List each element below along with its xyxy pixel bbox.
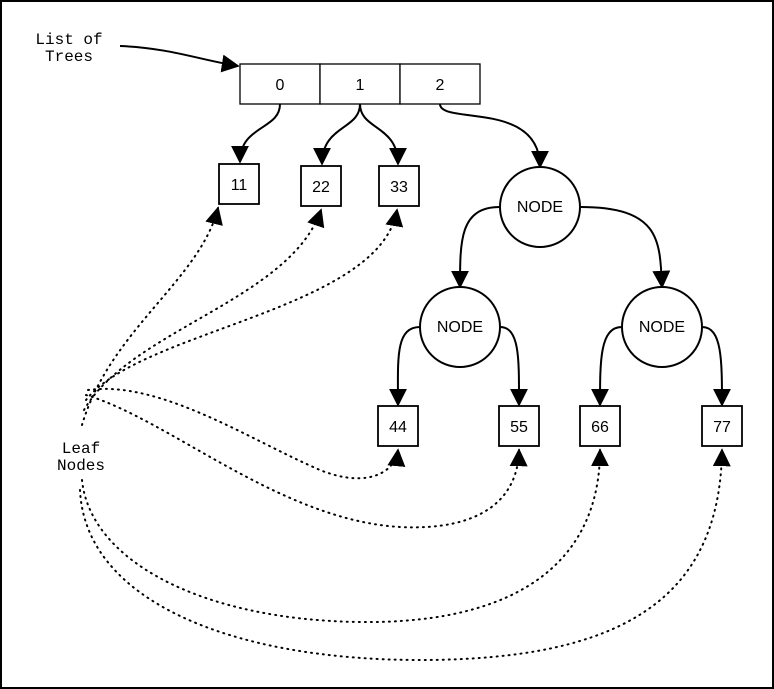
leaf-value-22: 22: [312, 179, 330, 196]
label-arrow: [119, 45, 240, 73]
list-of-trees-label-line1: List of: [35, 31, 102, 49]
node-left: [419, 286, 501, 368]
leaf-value-11: 11: [231, 177, 248, 194]
leaf-value-55: 55: [510, 419, 528, 436]
dotted-pointer-44: [87, 387, 406, 480]
leaf-box-44: [377, 405, 419, 447]
edge-cell1-leaf33: [359, 103, 407, 166]
node-right-label: NODE: [639, 319, 685, 336]
dotted-pointer-22: [83, 208, 325, 411]
leaf-box-33: [378, 165, 420, 207]
edge-left-44: [388, 326, 421, 407]
tree-array: 0 1 2: [239, 63, 481, 105]
dotted-pointer-11: [81, 206, 223, 426]
leaf-value-66: 66: [591, 419, 609, 436]
leaf-box-77: [701, 405, 743, 447]
leaf-value-44: 44: [389, 419, 407, 436]
edge-left-55: [499, 326, 529, 407]
array-index-2: 2: [436, 77, 445, 94]
leaf-value-33: 33: [390, 179, 408, 196]
dotted-pointer-33: [85, 208, 404, 401]
leaf-nodes-label-line2: Nodes: [57, 457, 105, 475]
array-index-0: 0: [276, 77, 285, 94]
edge-right-77: [701, 326, 731, 407]
edge-root-right: [579, 206, 671, 289]
leaf-box-55: [498, 405, 540, 447]
edge-cell1-leaf22: [313, 103, 361, 166]
array-cell-2: [399, 63, 481, 105]
dotted-pointer-77: [79, 448, 731, 662]
leaf-value-77: 77: [713, 419, 731, 436]
edge-root-left: [451, 206, 501, 289]
leaf-nodes-label-line1: Leaf: [62, 440, 100, 458]
leaf-box-11: [218, 163, 260, 205]
leaf-box-66: [579, 405, 621, 447]
node-root: [499, 166, 581, 248]
edge-right-66: [591, 326, 623, 407]
dotted-pointer-66: [81, 448, 609, 624]
node-left-label: NODE: [437, 319, 483, 336]
node-root-label: NODE: [517, 199, 563, 216]
list-of-trees-label-line2: Trees: [45, 48, 93, 66]
leaf-box-22: [300, 165, 342, 207]
edge-cell0-leaf11: [231, 103, 281, 164]
array-index-1: 1: [356, 77, 365, 94]
node-right: [621, 286, 703, 368]
edge-cell2-root: [439, 103, 549, 169]
